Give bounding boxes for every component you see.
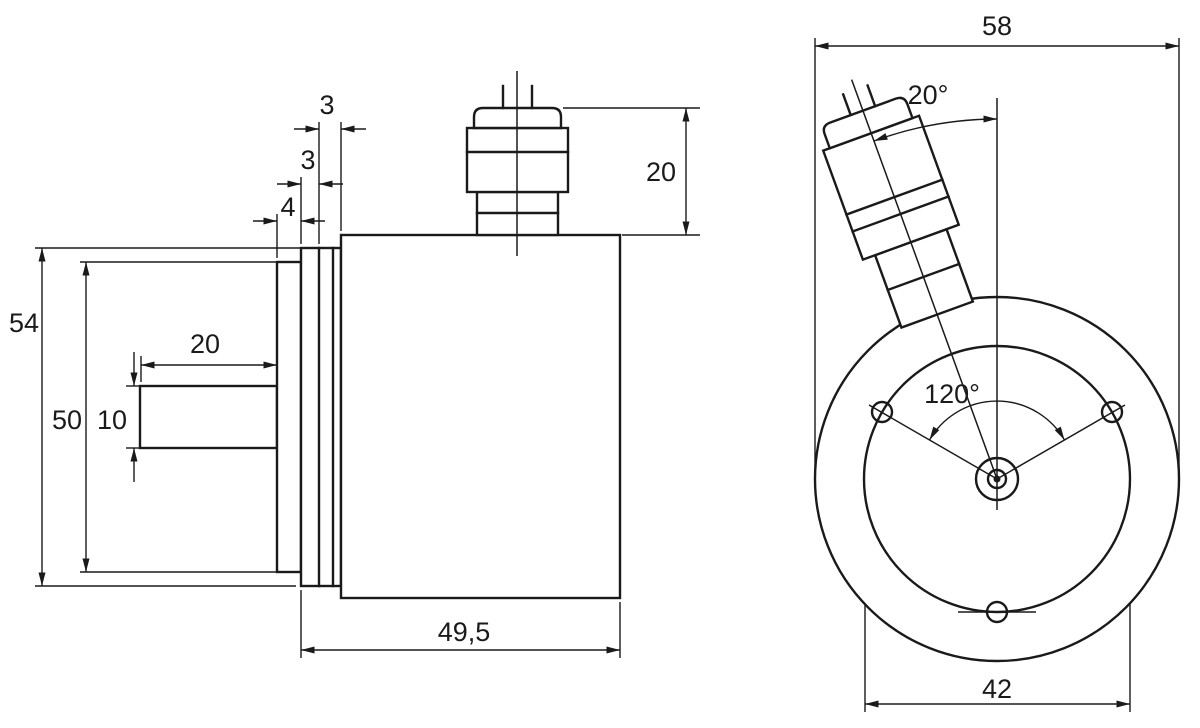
shaft [138, 384, 279, 450]
label-20-shaft: 20 [190, 329, 220, 359]
connector-front-pin-left [841, 92, 853, 117]
front-view [813, 79, 1181, 663]
mount-hole-left [870, 400, 894, 424]
housing-body [339, 233, 622, 600]
side-view-dimensions [35, 107, 700, 658]
connector-axis-centerline [850, 79, 998, 480]
front-view-dimensions [814, 38, 1180, 712]
mount-hole-right [1100, 400, 1124, 424]
connector-front [821, 79, 998, 480]
dimension-labels: 54 50 10 20 3 3 4 20 49,5 58 20° 120° 42 [9, 11, 1012, 704]
side-view [138, 71, 622, 600]
arc-120deg [928, 400, 1066, 441]
label-3-outer: 3 [319, 90, 334, 120]
label-120deg: 120° [924, 379, 980, 409]
label-10: 10 [97, 405, 127, 435]
flange-54 [299, 246, 343, 588]
arc-20deg [873, 115, 998, 142]
label-49-5: 49,5 [438, 617, 491, 647]
label-20deg: 20° [908, 80, 949, 110]
label-58: 58 [982, 11, 1012, 41]
label-4: 4 [280, 192, 295, 222]
label-50: 50 [52, 405, 82, 435]
connector-front-pin-right [866, 83, 877, 108]
label-20-connector: 20 [646, 157, 676, 187]
label-3-inner: 3 [300, 145, 315, 175]
flange-50 [275, 260, 303, 574]
label-54: 54 [9, 308, 39, 338]
connector-side [465, 71, 570, 256]
label-42: 42 [982, 674, 1012, 704]
